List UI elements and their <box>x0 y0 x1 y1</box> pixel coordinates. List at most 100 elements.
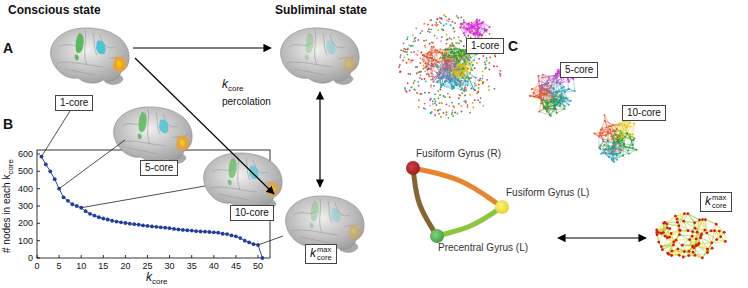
network-dot <box>453 70 455 72</box>
network-link <box>476 19 477 21</box>
leader-lines <box>41 111 283 245</box>
network-link <box>426 57 428 61</box>
network-dot <box>488 89 490 91</box>
network-dot <box>467 58 469 60</box>
network-dot <box>421 78 423 80</box>
network-dot <box>410 86 412 88</box>
network-dot <box>425 80 427 82</box>
network-dot <box>441 53 443 55</box>
network-dot <box>452 115 454 117</box>
network-dot <box>564 108 566 110</box>
tick-mark <box>37 171 40 172</box>
network-dot <box>439 21 441 23</box>
network-dot <box>550 115 552 117</box>
network-dot <box>411 86 413 88</box>
network-dot <box>467 106 469 108</box>
network-dot <box>540 90 542 92</box>
network-dot <box>462 52 464 54</box>
network-dot <box>489 26 491 28</box>
network-dot <box>444 62 446 64</box>
network-dot <box>407 82 409 84</box>
network-dot <box>421 30 423 32</box>
network-dot <box>449 74 451 76</box>
network-dot <box>414 38 416 40</box>
network-dot <box>406 51 408 53</box>
network-dot <box>567 79 569 81</box>
network-dot <box>559 101 561 103</box>
network-link <box>557 109 565 113</box>
network-dot <box>476 92 478 94</box>
network-dot <box>482 77 484 79</box>
network-dot <box>425 65 427 67</box>
network-dot <box>482 105 484 107</box>
network-dot <box>417 50 419 52</box>
network-dot <box>413 51 415 53</box>
network-link <box>445 70 456 75</box>
network-dot <box>434 35 436 37</box>
network-dot <box>432 81 434 83</box>
network-dot <box>467 85 469 87</box>
network-dot <box>439 72 441 74</box>
network-dot <box>442 29 444 31</box>
network-dot <box>484 61 486 63</box>
data-point <box>119 220 123 224</box>
network-link <box>482 23 490 27</box>
network-dot <box>418 85 420 87</box>
network-link <box>538 76 539 86</box>
network-dot <box>567 88 569 90</box>
network-dot <box>415 27 417 29</box>
network-dot <box>479 19 481 21</box>
data-point <box>115 220 119 224</box>
network-dot <box>420 71 422 73</box>
network-link <box>442 85 452 89</box>
network-dot <box>407 37 409 39</box>
network-dot <box>443 55 445 57</box>
network-dot <box>559 99 561 101</box>
network-dot <box>442 57 444 59</box>
network-dot <box>489 33 491 35</box>
network-dot <box>439 94 441 96</box>
network-dot <box>406 91 408 93</box>
network-link <box>449 49 455 57</box>
network-link <box>435 50 444 56</box>
network-dot <box>482 75 484 77</box>
network-dot <box>430 19 432 21</box>
network-dot <box>538 85 540 87</box>
network-dot <box>399 56 401 58</box>
network-link <box>468 19 477 28</box>
network-link <box>546 84 550 88</box>
data-point <box>88 212 92 216</box>
network-dot <box>469 112 471 114</box>
network-dot <box>540 89 542 91</box>
network-dot <box>428 75 430 77</box>
network-dot <box>428 51 430 53</box>
network-dot <box>422 54 424 56</box>
network-link <box>431 66 439 75</box>
network-dot <box>488 69 490 71</box>
network-link <box>547 102 551 104</box>
network-link <box>444 57 455 64</box>
network-link <box>457 53 463 62</box>
network-dot <box>556 98 558 100</box>
network-dot <box>460 59 462 61</box>
network-dot <box>473 34 475 36</box>
tick-mark <box>37 258 40 259</box>
network-dot <box>441 76 443 78</box>
network-dot <box>451 110 453 112</box>
network-dot <box>448 20 450 22</box>
network-dot <box>459 86 461 88</box>
network-dot <box>533 92 535 94</box>
network-link <box>545 83 547 85</box>
network-dot <box>550 85 552 87</box>
network-dot <box>545 102 547 104</box>
network-dot <box>466 23 468 25</box>
network-dot <box>421 93 423 95</box>
network-dot <box>432 60 434 62</box>
network-dot <box>463 45 465 47</box>
network-dot <box>477 90 479 92</box>
network-dot <box>459 40 461 42</box>
network-dot <box>425 47 427 49</box>
network-dot <box>453 87 455 89</box>
network-dot <box>460 74 462 76</box>
